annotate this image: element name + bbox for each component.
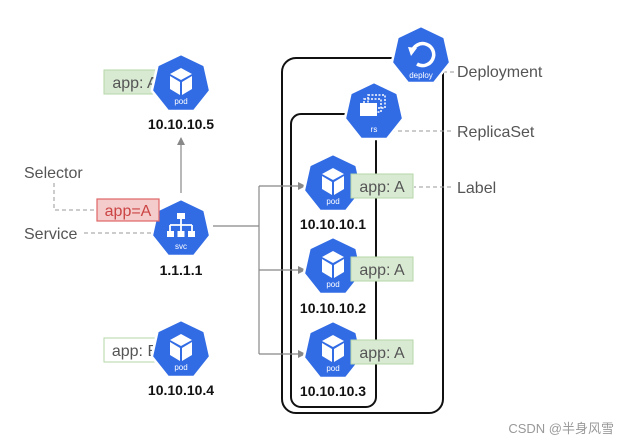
deployment-icon-label: deploy: [409, 71, 433, 80]
annotation-deployment: Deployment: [457, 64, 543, 81]
pod-icon: pod: [150, 318, 212, 379]
pod-icon-label: pod: [174, 97, 187, 106]
annotation-label: Label: [457, 180, 496, 197]
annotation-selector: Selector: [24, 165, 83, 182]
pod-icon-label: pod: [326, 197, 339, 206]
deployment-boundary: [281, 57, 444, 414]
pod-label-text: app: A: [359, 345, 405, 362]
pod-10-10-10-4: app: B pod 10.10.10.4: [103, 318, 214, 398]
pod-icon-label: pod: [326, 364, 339, 373]
pod-ip: 10.10.10.4: [148, 382, 214, 398]
pod-label-text: app: A: [359, 179, 405, 196]
pod-icon: pod: [302, 152, 364, 213]
pod-label-box: [350, 256, 414, 282]
pod-10-10-10-3: pod app: A 10.10.10.3: [300, 319, 414, 399]
service-selector-text: app=A: [105, 203, 152, 220]
pod-icon: pod: [302, 235, 364, 296]
annotation-replicaset: ReplicaSet: [457, 124, 535, 141]
pod-10-10-10-1: pod app: A 10.10.10.1: [300, 152, 414, 232]
pod-ip: 10.10.10.3: [300, 383, 366, 399]
pod-icon-label: pod: [326, 280, 339, 289]
annotation-service: Service: [24, 226, 77, 243]
service-connectors: [177, 137, 306, 358]
pod-label-text: app: A: [112, 75, 158, 92]
pod-label-text: app: A: [359, 262, 405, 279]
pod-ip: 10.10.10.2: [300, 300, 366, 316]
pod-ip: 10.10.10.1: [300, 216, 366, 232]
pod-10-10-10-2: pod app: A 10.10.10.2: [300, 235, 414, 316]
pod-label-box: [350, 339, 414, 365]
pod-icon: pod: [302, 319, 364, 380]
pod-icon: pod: [150, 52, 212, 113]
deployment-icon: deploy: [390, 24, 452, 85]
pod-label-box: [350, 173, 414, 199]
service-ip: 1.1.1.1: [160, 262, 203, 278]
service-selector-tag: app=A: [96, 198, 160, 222]
service-icon: svc: [150, 197, 212, 258]
replicaset-icon-label: rs: [371, 125, 378, 134]
watermark: CSDN @半身风雪: [508, 421, 614, 436]
pod-10-10-10-5: app: A pod 10.10.10.5: [103, 52, 214, 132]
service-icon-label: svc: [175, 242, 187, 251]
replicaset-icon: rs: [343, 80, 405, 141]
pod-label-text: app: B: [112, 343, 158, 360]
pod-icon-label: pod: [174, 363, 187, 372]
pod-ip: 10.10.10.5: [148, 116, 214, 132]
